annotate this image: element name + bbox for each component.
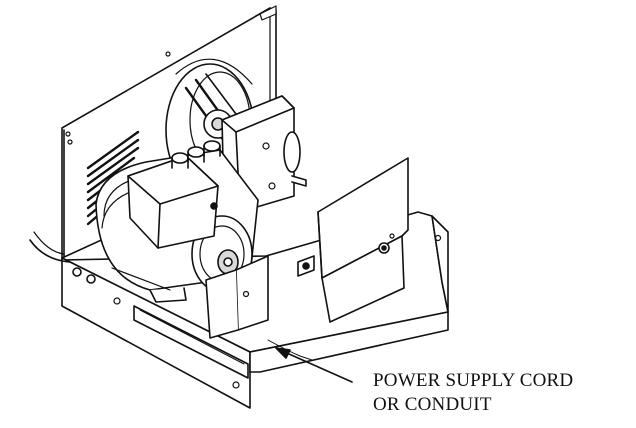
callout-line-1: POWER SUPPLY CORD xyxy=(373,370,574,391)
callout-label: POWER SUPPLY CORD OR CONDUIT xyxy=(373,369,573,417)
conduit-fittings xyxy=(171,140,221,169)
mount-hole-icon xyxy=(72,267,82,277)
control-side-panel xyxy=(205,157,409,339)
mount-hole-icon xyxy=(86,274,96,284)
callout-leader-arrow xyxy=(275,347,353,383)
power-supply-cord xyxy=(29,231,71,263)
callout-line-2: OR CONDUIT xyxy=(373,394,492,415)
junction-box xyxy=(127,140,221,249)
